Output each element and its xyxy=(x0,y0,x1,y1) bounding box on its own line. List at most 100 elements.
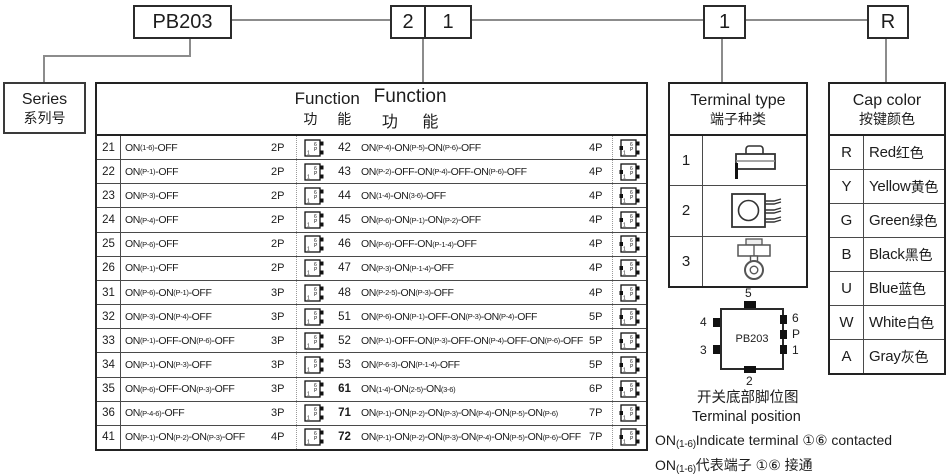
connector-line xyxy=(228,19,390,21)
function-code-number: 61 xyxy=(338,383,351,396)
cap-color-code-letter: A xyxy=(830,340,864,373)
connector-line xyxy=(43,55,191,57)
pin-label-5: 5 xyxy=(745,286,752,300)
function-description: ON(P-6)-OFF-ON(P-3)-OFF xyxy=(125,383,235,396)
terminal-position-caption-en: Terminal position xyxy=(692,409,801,425)
svg-text:6: 6 xyxy=(314,142,317,148)
cap-color-code-letter: G xyxy=(830,204,864,237)
function-description: ON(P-6)-OFF xyxy=(125,238,179,251)
svg-text:1: 1 xyxy=(623,150,626,156)
cap-color-name-en: White xyxy=(869,314,907,331)
function-description: ON(P-6)-ON(P-1)-ON(P-2)-OFF xyxy=(361,214,481,227)
poles-count: 4P xyxy=(589,189,603,202)
function-code-number: 52 xyxy=(338,334,351,347)
dotted-divider xyxy=(612,425,613,450)
svg-text:P: P xyxy=(314,195,318,201)
function-code-number: 51 xyxy=(338,310,351,323)
cap-color-code-letter: Y xyxy=(830,170,864,203)
function-row-right: 47 ON(P-3)-ON(P-1-4)-OFF 4P 6 P 1 xyxy=(330,256,646,280)
cap-color-code-letter: W xyxy=(830,306,864,339)
svg-text:6: 6 xyxy=(630,311,633,317)
cap-color-name: Blue 蓝色 xyxy=(864,272,944,305)
function-table-row: 21 ON(1-6)-OFF 2P 6 P 1 42 ON(P-4)-ON(P-… xyxy=(97,136,646,161)
dotted-divider xyxy=(296,305,297,329)
dotted-divider xyxy=(612,401,613,425)
function-table-row: 41 ON(P-1)-ON(P-2)-ON(P-3)-OFF 4P 6 P 1 … xyxy=(97,425,646,450)
function-row-right: 52 ON(P-1)-OFF-ON(P-3)-OFF-ON(P-4)-OFF-O… xyxy=(330,329,646,353)
function-description: ON(P-1)-OFF xyxy=(125,165,179,178)
pin-6 xyxy=(780,315,787,324)
function-description: ON(P-1)-ON(P-3)-OFF xyxy=(125,358,212,371)
function-table-body: 21 ON(1-6)-OFF 2P 6 P 1 42 ON(P-4)-ON(P-… xyxy=(97,136,646,450)
svg-text:P: P xyxy=(630,147,634,153)
terminal-note-cn: ON(1-6)代表端子 ①⑥ 接通 xyxy=(655,457,813,475)
dotted-divider xyxy=(612,232,613,256)
dotted-divider xyxy=(612,353,613,377)
terminal-type-number: 3 xyxy=(670,236,703,286)
svg-text:6: 6 xyxy=(314,238,317,244)
svg-text:P: P xyxy=(314,243,318,249)
function-row-right: 43 ON(P-2)-OFF-ON(P-4)-OFF-ON(P-6)-OFF 4… xyxy=(330,160,646,184)
connector-line xyxy=(422,35,424,82)
dotted-divider xyxy=(296,232,297,256)
series-title-cn: 系列号 xyxy=(23,109,66,126)
function-row-right: 72 ON(P-1)-ON(P-2)-ON(P-3)-ON(P-4)-ON(P-… xyxy=(330,425,646,450)
function-row-left: 26 ON(P-1)-OFF 2P 6 P 1 xyxy=(97,256,330,280)
poles-count: 2P xyxy=(271,141,285,154)
cap-color-code-letter: R xyxy=(830,136,864,169)
poles-count: 4P xyxy=(271,431,285,444)
pin-diagram-icon: 6 P 1 xyxy=(613,184,646,207)
terminal-type-table: Terminal type 端子种类 1 2 xyxy=(668,82,808,288)
svg-text:1: 1 xyxy=(623,223,626,229)
svg-text:1: 1 xyxy=(307,343,310,349)
pin-diagram-icon: 6 P 1 xyxy=(613,233,646,256)
poles-count: 4P xyxy=(589,286,603,299)
svg-text:1: 1 xyxy=(623,295,626,301)
function-description: ON(1-6)-OFF xyxy=(125,141,178,154)
svg-text:1: 1 xyxy=(307,271,310,277)
svg-text:P: P xyxy=(314,340,318,346)
svg-text:6: 6 xyxy=(630,142,633,148)
poles-count: 3P xyxy=(271,358,285,371)
function-description: ON(1-4)-ON(3-6)-OFF xyxy=(361,189,446,202)
cap-color-name-cn: 黑色 xyxy=(904,246,933,263)
pin-diagram-icon: 6 P 1 xyxy=(297,305,330,328)
cap-color-name-en: Red xyxy=(869,144,896,161)
cap-color-title-cn: 按键颜色 xyxy=(859,110,915,127)
cap-color-name-cn: 蓝色 xyxy=(898,280,926,297)
connector-line xyxy=(43,55,45,82)
svg-text:6: 6 xyxy=(630,431,633,437)
function-description: ON(P-2-5)-ON(P-3)-OFF xyxy=(361,286,454,299)
pin-diagram-icon: 6 P 1 xyxy=(297,257,330,280)
function-row-right: 53 ON(P-6-3)-ON(P-1-4)-OFF 5P 6 P 1 xyxy=(330,353,646,377)
terminal-note-en: ON(1-6)Indicate terminal ①⑥ contacted xyxy=(655,432,893,450)
svg-text:1: 1 xyxy=(307,416,310,422)
function-description: ON(1-4)-ON(2-5)-ON(3-6) xyxy=(361,383,456,396)
function-code-box: 2 1 xyxy=(390,5,472,39)
terminal-type-row: 3 xyxy=(670,236,806,286)
svg-text:P: P xyxy=(630,436,634,442)
terminal-position-caption-cn: 开关底部脚位图 xyxy=(697,390,799,406)
poles-count: 3P xyxy=(271,383,285,396)
cap-color-row: R Red 红色 xyxy=(830,136,944,170)
cap-color-title-en: Cap color xyxy=(852,91,922,109)
svg-text:1: 1 xyxy=(623,392,626,398)
poles-count: 3P xyxy=(271,407,285,420)
cap-color-name-cn: 红色 xyxy=(895,144,924,161)
dotted-divider xyxy=(296,160,297,184)
poles-count: 7P xyxy=(589,407,603,420)
pin-diagram-icon: 6 P 1 xyxy=(613,136,646,159)
function-row-left: 25 ON(P-6)-OFF 2P 6 P 1 xyxy=(97,232,330,256)
terminal-type-header: Terminal type 端子种类 xyxy=(670,84,806,136)
dotted-divider xyxy=(612,160,613,184)
svg-text:P: P xyxy=(630,388,634,394)
function-row-right: 71 ON(P-1)-ON(P-2)-ON(P-3)-ON(P-4)-ON(P-… xyxy=(330,401,646,425)
pin-diagram-icon: 6 P 1 xyxy=(297,233,330,256)
svg-text:6: 6 xyxy=(314,262,317,268)
pin-label-4: 4 xyxy=(700,315,707,329)
svg-text:6: 6 xyxy=(314,214,317,220)
svg-text:1: 1 xyxy=(307,150,310,156)
